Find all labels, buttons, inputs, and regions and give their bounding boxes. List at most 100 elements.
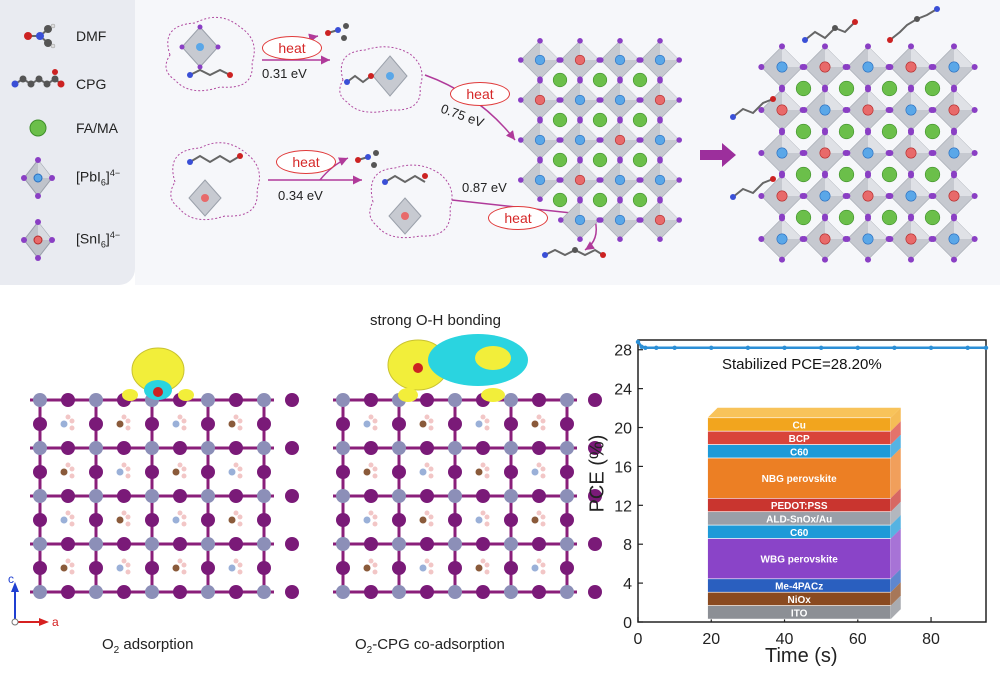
cpg-surface-molecule-4 [730,176,776,200]
o2-adsorption-structure [30,347,299,599]
cation-sphere [838,80,855,97]
y-tick-label: 24 [614,382,632,399]
intermediate-cluster-bottom [369,164,453,239]
metal-atom [33,537,47,551]
organic-cation [116,462,131,479]
x-tick-label: 60 [849,631,867,648]
iodide-atom [145,561,159,575]
iodide-atom [364,489,378,503]
stack-layer-label: Cu [793,421,806,432]
organic-cation [116,414,131,431]
pce-data-point [654,345,659,350]
iodide-atom [173,441,187,455]
iodide-atom [476,537,490,551]
metal-atom [201,393,215,407]
organic-cation [531,558,546,575]
metal-atom [560,393,574,407]
iodide-atom [532,585,546,599]
organic-cation [363,558,378,575]
iodide-atom [61,393,75,407]
organic-cation [419,558,434,575]
iodide-atom [560,561,574,575]
stack-layer-side [890,595,901,620]
iodide-atom [476,441,490,455]
octahedron [558,198,602,242]
bonding-title: strong O-H bonding [370,312,501,329]
metal-atom [448,393,462,407]
caption-o2-adsorption: O2 adsorption [102,636,194,656]
iodide-atom [420,585,434,599]
octahedron [887,215,935,263]
iodide-atom [173,585,187,599]
charge-density-iso-surface [387,334,528,402]
stack-layer [707,538,892,580]
cation-sphere [632,192,648,208]
iodide-atom [229,489,243,503]
released-cpg [542,247,606,258]
pce-data-point [983,345,989,350]
metal-atom [336,393,350,407]
octahedron [844,86,892,134]
metal-atom [336,537,350,551]
octahedron [638,38,682,82]
stack-layer-side [890,528,901,579]
organic-cation [419,462,434,479]
iodide-atom [392,513,406,527]
iodide-atom [532,537,546,551]
iodide-atom [89,513,103,527]
intermediate-cluster-top [339,46,423,113]
released-dmf-bottom [355,150,379,168]
iodide-atom [504,561,518,575]
stack-layer-label: C60 [790,447,809,458]
iodide-atom [560,417,574,431]
organic-cation [475,414,490,431]
organic-cation [60,462,75,479]
iodide-atom [588,441,602,455]
stack-layer-label: ALD-SnOx/Au [766,514,832,525]
metal-atom [201,537,215,551]
iodide-atom [476,585,490,599]
iodide-atom [560,513,574,527]
y-tick-label: 20 [614,421,632,438]
iodide-atom [588,393,602,407]
metal-atom [560,489,574,503]
iodide-atom [285,489,299,503]
organic-cation [475,510,490,527]
iodide-atom [336,561,350,575]
green-cation-sphere-icon [8,106,68,150]
x-tick-label: 80 [922,631,940,648]
partial-perovskite-lattice [518,38,682,242]
iodide-atom [588,585,602,599]
o2-cpg-coadsorption-structure [333,334,602,599]
legend-label-cpg: CPG [76,76,107,92]
iodide-atom [560,465,574,479]
heat-label-4: heat [488,206,548,230]
organic-cation [116,558,131,575]
metal-atom [336,441,350,455]
iodide-atom [117,537,131,551]
iodide-atom [420,393,434,407]
y-tick-label: 4 [623,576,632,593]
heat-label-2: heat [450,82,510,106]
legend-item-pb: [PbI6]4− [8,156,120,200]
legend-item-fa-ma: FA/MA [8,106,118,150]
metal-atom [257,393,271,407]
octahedron [930,215,978,263]
charge-density-iso-surface [122,347,194,401]
iodide-atom [285,537,299,551]
cation-sphere [881,80,898,97]
pce-data-point [639,344,644,350]
iodide-atom [285,393,299,407]
axis-c-label: c [8,572,14,586]
x-tick-label: 0 [634,631,643,648]
metal-atom [33,393,47,407]
stack-layer-side [890,501,901,526]
pce-data-point [928,345,934,350]
stabilized-pce-annotation: Stabilized PCE=28.20% [722,356,882,373]
cation-sphere [924,80,941,97]
iodide-atom [33,561,47,575]
iodide-atom [201,465,215,479]
precursor-cluster-top [165,16,255,92]
iodide-atom [392,561,406,575]
iodide-atom [364,585,378,599]
